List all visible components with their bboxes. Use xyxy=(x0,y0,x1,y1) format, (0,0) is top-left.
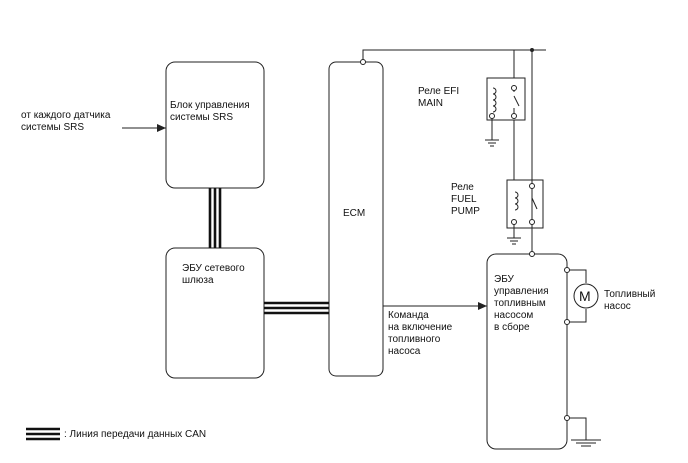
fuel-pump-ecu-box xyxy=(486,253,568,450)
motor-symbol: M xyxy=(579,288,591,304)
fuel-pump-motor-icon xyxy=(573,283,599,309)
input-arrow-head xyxy=(157,124,166,132)
fuel-pump-relay-contact-icon xyxy=(531,197,538,210)
fuel-pump-ecu-label: ЭБУ управления топливным насосом в сборе xyxy=(494,274,549,333)
efi-main-relay-label: Реле EFI MAIN xyxy=(418,86,460,109)
can-line-gateway-ecm xyxy=(264,301,329,315)
legend-can-symbol xyxy=(26,427,60,441)
power-bus-line xyxy=(362,49,546,62)
input-label: от каждого датчика системы SRS xyxy=(21,110,111,133)
fuel-pump-label: Топливный насос xyxy=(604,289,656,312)
fuel-pump-coil-icon xyxy=(514,191,519,211)
can-line-srs-gateway xyxy=(208,188,222,248)
srs-control-unit-label: Блок управления системы SRS xyxy=(170,100,250,123)
legend-label: : Линия передачи данных CAN xyxy=(64,429,207,440)
efi-main-relay-box xyxy=(486,77,526,121)
srs-control-unit-box xyxy=(165,61,265,189)
efi-main-coil-icon xyxy=(492,87,497,113)
ecm-box xyxy=(328,61,384,377)
efi-main-contact-icon xyxy=(513,95,520,107)
gateway-ecu-label: ЭБУ сетевого шлюза xyxy=(182,263,245,286)
fuel-pump-relay-label: Реле FUEL PUMP xyxy=(451,182,480,217)
command-label: Команда на включение топливного насоса xyxy=(388,310,453,357)
fuel-pump-relay-box xyxy=(506,179,544,229)
ecm-label: ECM xyxy=(343,208,366,219)
command-arrow-head xyxy=(478,302,487,310)
